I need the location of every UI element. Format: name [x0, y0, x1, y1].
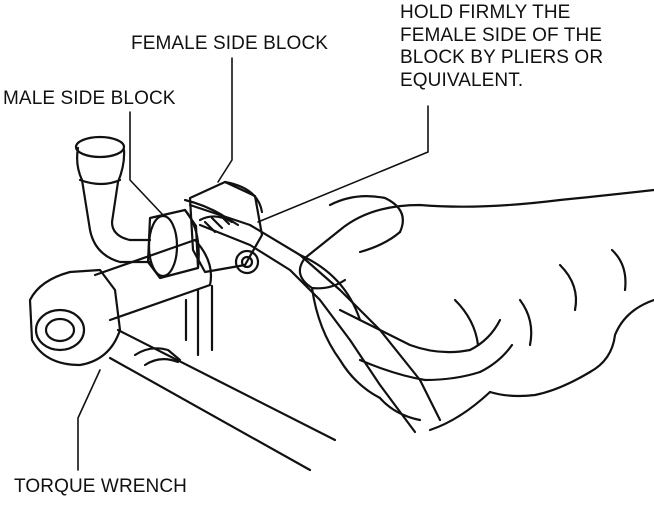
female-side-block-label: FEMALE SIDE BLOCK — [131, 33, 329, 54]
hold-instruction-line: HOLD FIRMLY THE — [400, 2, 571, 23]
hold-instruction-line: EQUIVALENT. — [400, 69, 524, 91]
torque-wrench-label: TORQUE WRENCH — [14, 476, 188, 497]
leader-female-block — [217, 57, 233, 183]
male-side-block-label: MALE SIDE BLOCK — [3, 88, 176, 109]
pliers — [183, 198, 442, 434]
torque-wrench-head — [28, 268, 122, 367]
bracket-lines — [184, 284, 214, 357]
hold-instruction-line: BLOCK BY PLIERS OR — [400, 47, 604, 68]
leader-hold-firmly — [257, 105, 429, 223]
brake-pipe — [74, 135, 152, 264]
socket-extension — [93, 238, 213, 322]
hold-instruction-line: FEMALE SIDE OF THE — [400, 24, 603, 46]
hold-instruction-label: HOLD FIRMLY THE FEMALE SIDE OF THE BLOCK… — [400, 2, 603, 92]
torque-wrench-handle — [108, 328, 337, 472]
hand — [298, 188, 654, 432]
leader-lines — [77, 57, 429, 471]
leader-torque-wrench — [77, 369, 101, 471]
leader-male-block — [129, 111, 164, 216]
